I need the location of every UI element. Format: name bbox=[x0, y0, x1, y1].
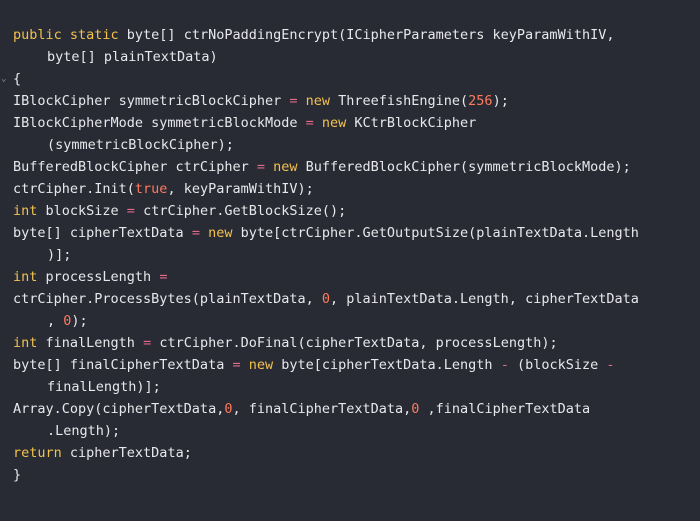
code-token: Array.Copy(cipherTextData, bbox=[13, 401, 225, 417]
code-token: 0 bbox=[321, 291, 330, 307]
code-token: = bbox=[305, 115, 322, 131]
code-token: ,finalCipherTextData bbox=[419, 401, 591, 417]
code-token: 0 bbox=[411, 401, 420, 417]
code-token: (symmetricBlockCipher); bbox=[47, 137, 234, 153]
code-line[interactable]: byte[] finalCipherTextData = new byte[ci… bbox=[0, 354, 700, 376]
code-token: 256 bbox=[468, 93, 493, 109]
code-token: new bbox=[248, 357, 282, 373]
code-token: byte[] cipherTextData bbox=[13, 225, 192, 241]
code-block[interactable]: public static byte[] ctrNoPaddingEncrypt… bbox=[0, 24, 700, 486]
code-line[interactable]: return cipherTextData; bbox=[0, 442, 700, 464]
code-line-continuation[interactable]: )]; bbox=[0, 244, 700, 266]
code-token: new bbox=[305, 93, 339, 109]
code-line[interactable]: IBlockCipher symmetricBlockCipher = new … bbox=[0, 90, 700, 112]
code-token: } bbox=[13, 467, 22, 483]
code-token: IBlockCipherMode symmetricBlockMode bbox=[13, 115, 306, 131]
code-token: = bbox=[232, 357, 249, 373]
code-token: byte[] ctrNoPaddingEncrypt(ICipherParame… bbox=[126, 27, 615, 43]
code-token: byte[] finalCipherTextData bbox=[13, 357, 233, 373]
code-token: int bbox=[13, 203, 46, 219]
code-line[interactable]: byte[] cipherTextData = new byte[ctrCiph… bbox=[0, 222, 700, 244]
code-line[interactable]: Array.Copy(cipherTextData,0, finalCipher… bbox=[0, 398, 700, 420]
fold-chevron-icon[interactable]: ⌄ bbox=[1, 74, 7, 84]
code-line-continuation[interactable]: finalLength)]; bbox=[0, 376, 700, 398]
code-line[interactable]: ⌄{ bbox=[0, 68, 700, 90]
code-token: return bbox=[13, 445, 70, 461]
code-token: 0 bbox=[224, 401, 233, 417]
code-token: finalLength bbox=[45, 335, 144, 351]
code-token: ctrCipher.DoFinal(cipherTextData, proces… bbox=[159, 335, 558, 351]
code-line[interactable]: int finalLength = ctrCipher.DoFinal(ciph… bbox=[0, 332, 700, 354]
code-token: public static bbox=[13, 27, 127, 43]
code-line-continuation[interactable]: (symmetricBlockCipher); bbox=[0, 134, 700, 156]
code-line[interactable]: IBlockCipherMode symmetricBlockMode = ne… bbox=[0, 112, 700, 134]
code-token: processLength bbox=[45, 269, 160, 285]
code-line[interactable]: int processLength = bbox=[0, 266, 700, 288]
code-token: new bbox=[208, 225, 241, 241]
code-line[interactable]: ctrCipher.ProcessBytes(plainTextData, 0,… bbox=[0, 288, 700, 310]
code-token: finalLength)]; bbox=[47, 379, 161, 395]
code-token: byte[cipherTextData.Length bbox=[281, 357, 501, 373]
code-token: , finalCipherTextData, bbox=[232, 401, 412, 417]
code-token: new bbox=[273, 159, 306, 175]
code-token: ctrCipher.ProcessBytes(plainTextData, bbox=[13, 291, 322, 307]
code-line[interactable]: public static byte[] ctrNoPaddingEncrypt… bbox=[0, 24, 700, 46]
code-token: .Length); bbox=[47, 423, 121, 439]
code-token: KCtrBlockCipher bbox=[354, 115, 477, 131]
code-token: ctrCipher.GetBlockSize(); bbox=[143, 203, 347, 219]
code-token: = bbox=[159, 269, 168, 285]
code-token: , bbox=[47, 313, 64, 329]
code-token: ctrCipher.Init( bbox=[13, 181, 135, 197]
code-token: BufferedBlockCipher(symmetricBlockMode); bbox=[305, 159, 631, 175]
code-line[interactable]: ctrCipher.Init(true, keyParamWithIV); bbox=[0, 178, 700, 200]
code-token: { bbox=[13, 71, 22, 87]
code-token: )]; bbox=[47, 247, 72, 263]
code-token: int bbox=[13, 335, 46, 351]
code-line[interactable]: int blockSize = ctrCipher.GetBlockSize()… bbox=[0, 200, 700, 222]
code-token: - bbox=[500, 357, 517, 373]
code-token: - bbox=[606, 357, 615, 373]
code-token: , plainTextData.Length, cipherTextData bbox=[330, 291, 639, 307]
code-token: 0 bbox=[63, 313, 72, 329]
code-token: = bbox=[289, 93, 306, 109]
code-token: ); bbox=[492, 93, 509, 109]
code-token: int bbox=[13, 269, 46, 285]
code-line-continuation[interactable]: byte[] plainTextData) bbox=[0, 46, 700, 68]
code-token: = bbox=[143, 335, 160, 351]
code-token: BufferedBlockCipher ctrCipher bbox=[13, 159, 257, 175]
code-token: = bbox=[126, 203, 144, 219]
code-token: IBlockCipher symmetricBlockCipher bbox=[13, 93, 290, 109]
code-token: byte[ctrCipher.GetOutputSize(plainTextDa… bbox=[240, 225, 639, 241]
code-token: byte[] plainTextData) bbox=[47, 49, 218, 65]
code-line-continuation[interactable]: .Length); bbox=[0, 420, 700, 442]
code-token: blockSize bbox=[45, 203, 127, 219]
code-token: true bbox=[134, 181, 168, 197]
code-token: new bbox=[321, 115, 355, 131]
code-line[interactable]: } bbox=[0, 464, 700, 486]
code-line[interactable]: BufferedBlockCipher ctrCipher = new Buff… bbox=[0, 156, 700, 178]
code-token: (blockSize bbox=[516, 357, 607, 373]
code-token: ); bbox=[71, 313, 88, 329]
code-line-continuation[interactable]: , 0); bbox=[0, 310, 700, 332]
code-token: = bbox=[191, 225, 209, 241]
code-token: ThreefishEngine( bbox=[338, 93, 469, 109]
code-token: cipherTextData; bbox=[69, 445, 192, 461]
code-token: , keyParamWithIV); bbox=[167, 181, 314, 197]
code-token: = bbox=[256, 159, 274, 175]
